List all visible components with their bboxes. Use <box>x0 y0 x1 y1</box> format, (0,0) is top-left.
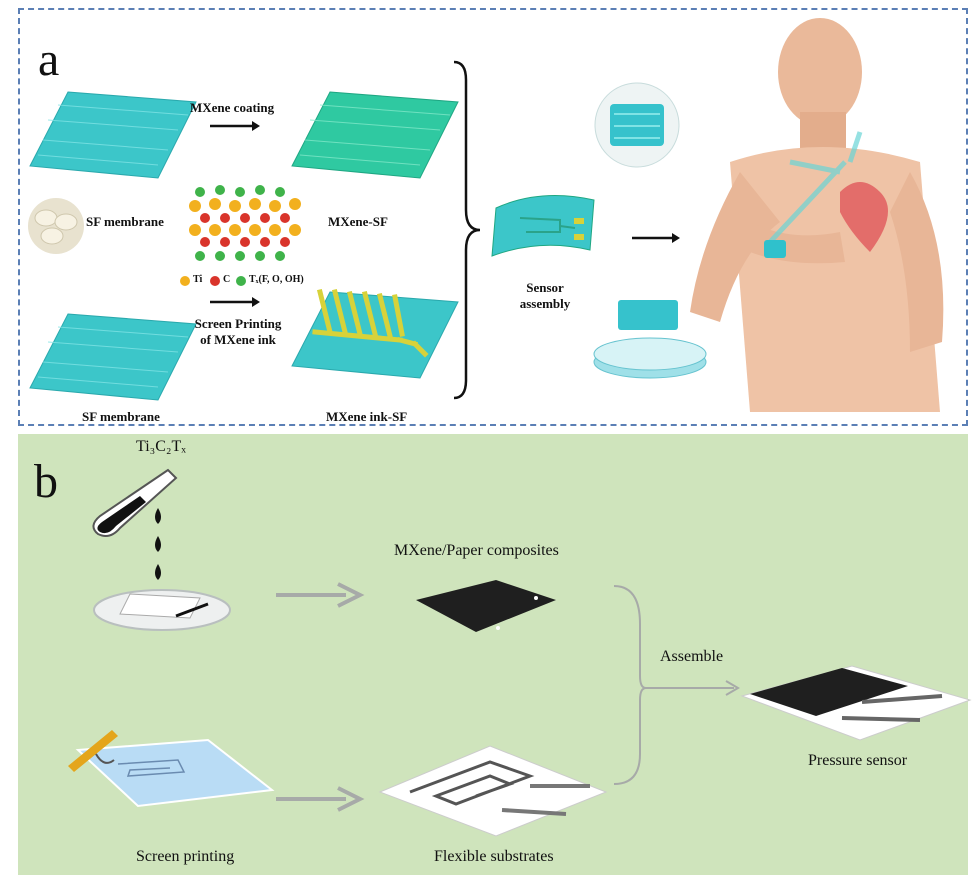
curly-bracket <box>453 60 481 400</box>
petri-dish-sensor <box>593 300 707 379</box>
mxene-ink-sf-membrane <box>291 288 459 379</box>
assemble-bracket <box>613 585 740 785</box>
mxene-crystal-structure <box>189 185 301 261</box>
label-ti3c2tx: Ti₃C₂Tₓ <box>136 438 186 455</box>
legend-c-label: C <box>223 274 231 285</box>
label-sensor-assembly-2: assembly <box>519 296 571 311</box>
human-body-illustration <box>690 18 944 412</box>
silk-cocoons <box>28 198 84 254</box>
pressure-sensor-image <box>740 665 972 741</box>
panel-a: a MXene coating SF membrane Ti <box>18 8 968 426</box>
mxene-paper-composite <box>416 580 556 632</box>
label-screen-printing-2: of MXene ink <box>200 332 276 347</box>
arrow-mxene-coating <box>210 121 260 131</box>
legend-c-dot <box>210 276 220 286</box>
sensor-assembly-image <box>491 195 595 257</box>
label-mxene-coating: MXene coating <box>190 100 275 115</box>
legend-ti-label: Ti <box>193 274 203 285</box>
label-pressure-sensor: Pressure sensor <box>808 752 908 769</box>
flexible-substrate-image <box>378 745 608 837</box>
legend-tx-label: Tₓ(F, O, OH) <box>249 274 304 285</box>
drops-icon <box>155 508 161 580</box>
arrow-to-composites <box>276 582 365 608</box>
label-sf-membrane-mid: SF membrane <box>86 214 164 229</box>
panel-b: b Ti₃C₂Tₓ MXene/Paper composites Assembl… <box>18 434 972 875</box>
screen-printing-image <box>68 730 275 808</box>
sf-membrane-bottom <box>29 313 197 401</box>
sf-membrane-top <box>29 91 197 179</box>
label-screen-printing-1: Screen Printing <box>194 316 282 331</box>
magnified-sensor-bubble <box>594 82 680 168</box>
dish-with-paper <box>93 589 231 631</box>
legend-tx-dot <box>236 276 246 286</box>
label-mxene-ink-sf: MXene ink-SF <box>326 409 408 424</box>
label-sensor-assembly-1: Sensor <box>526 280 564 295</box>
legend-ti-dot <box>180 276 190 286</box>
label-mxene-sf: MXene-SF <box>328 214 388 229</box>
arrow-to-substrates <box>276 786 365 812</box>
arrow-to-body <box>632 233 680 243</box>
label-flexible-substrates: Flexible substrates <box>434 848 554 865</box>
label-assemble: Assemble <box>660 648 724 665</box>
panel-a-letter: a <box>38 33 60 86</box>
label-screen-printing: Screen printing <box>136 848 235 865</box>
label-sf-membrane-bottom: SF membrane <box>82 409 160 424</box>
label-composites: MXene/Paper composites <box>394 542 559 559</box>
arrow-screen-printing <box>210 297 260 307</box>
mxene-sf-membrane <box>291 91 459 179</box>
panel-b-letter: b <box>34 455 58 508</box>
test-tube-icon <box>92 468 178 537</box>
